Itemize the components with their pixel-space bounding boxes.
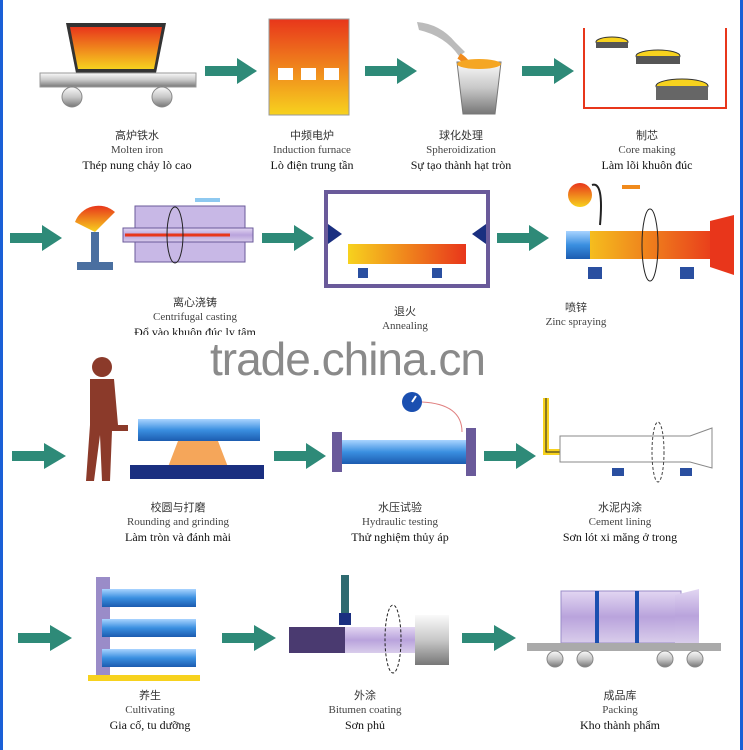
flow-arrow (274, 443, 326, 469)
flow-arrow (222, 625, 276, 651)
bitumen-coating-illustration (289, 575, 449, 674)
annealing-furnace-illustration (324, 190, 490, 288)
hydraulic-testing-illustration (332, 392, 476, 476)
left-border (0, 0, 3, 750)
cultivating-stacked-pipes-illustration (88, 577, 200, 681)
flow-arrow (497, 225, 549, 251)
rounding-grinding-illustration (86, 357, 264, 481)
packing-rail-car-illustration (527, 589, 721, 668)
centrifugal-casting-illustration (75, 198, 254, 270)
flow-arrow (462, 625, 516, 651)
flow-arrow (18, 625, 72, 651)
right-border (740, 0, 743, 750)
watermark: trade.china.cn (210, 333, 486, 385)
flow-arrow (10, 225, 62, 251)
flow-arrow (522, 58, 574, 84)
core-making-illustration (583, 28, 727, 109)
flow-arrow (365, 58, 417, 84)
induction-furnace-illustration (268, 18, 350, 116)
zinc-spraying-illustration (566, 183, 734, 282)
flow-arrow (484, 443, 536, 469)
spheroidization-ladle-illustration (417, 22, 502, 115)
molten-iron-ladle-car-illustration (39, 23, 197, 108)
flow-arrow (262, 225, 314, 251)
flow-arrow (12, 443, 66, 469)
flow-arrow (205, 58, 257, 84)
cement-lining-illustration (543, 398, 713, 483)
